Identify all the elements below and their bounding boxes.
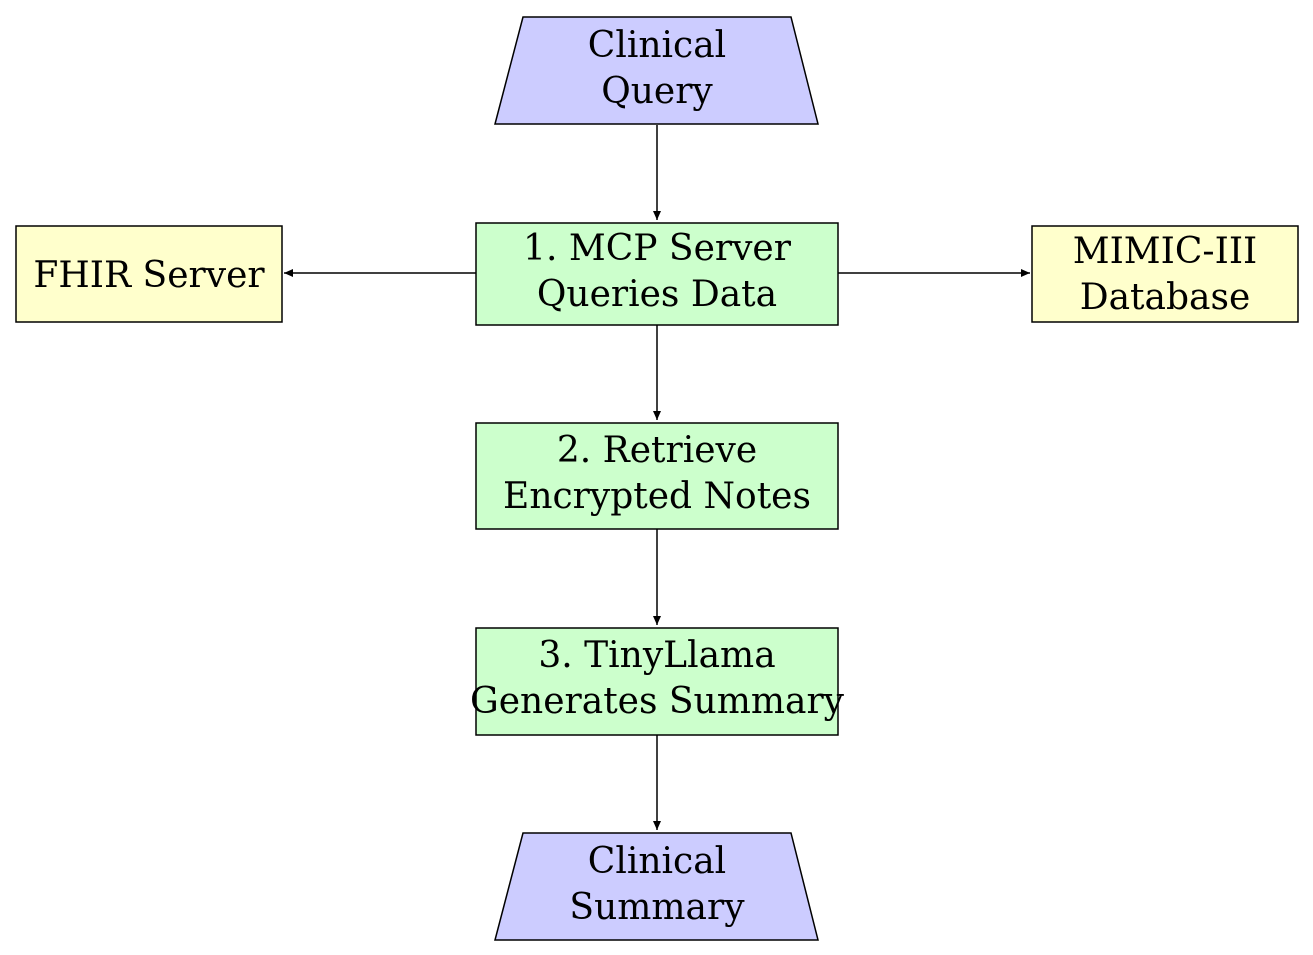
node-label-line: Queries Data <box>537 274 777 315</box>
node-tinyllama: 3. TinyLlama Generates Summary <box>470 627 845 736</box>
node-label-line: 3. TinyLlama <box>538 635 775 676</box>
node-label-line: Clinical <box>588 25 726 66</box>
io-trapezium-shape <box>494 16 819 125</box>
node-label-line: Query <box>601 71 713 112</box>
process-box-shape <box>475 222 839 326</box>
node-label-line: 2. Retrieve <box>557 430 757 471</box>
node-label-line: Encrypted Notes <box>503 476 811 517</box>
node-label-line: Database <box>1080 277 1251 318</box>
node-label-line: 1. MCP Server <box>523 228 792 269</box>
io-trapezium-shape <box>494 832 819 941</box>
node-retrieve-notes: 2. Retrieve Encrypted Notes <box>475 422 839 530</box>
node-label-line: MIMIC-III <box>1073 231 1258 272</box>
node-label-line: Generates Summary <box>470 681 845 722</box>
node-clinical-query: Clinical Query <box>494 16 819 125</box>
datasource-box-shape <box>15 225 283 323</box>
node-fhir-server: FHIR Server <box>15 225 283 323</box>
edges <box>284 125 1030 830</box>
node-label-line: Clinical <box>588 841 726 882</box>
datasource-box-shape <box>1031 225 1299 323</box>
node-mimic-database: MIMIC-III Database <box>1031 225 1299 323</box>
process-box-shape <box>475 627 839 736</box>
node-clinical-summary: Clinical Summary <box>494 832 819 941</box>
node-label-line: Summary <box>569 887 745 928</box>
process-box-shape <box>475 422 839 530</box>
node-label-line: FHIR Server <box>33 255 265 296</box>
node-mcp-server: 1. MCP Server Queries Data <box>475 222 839 326</box>
